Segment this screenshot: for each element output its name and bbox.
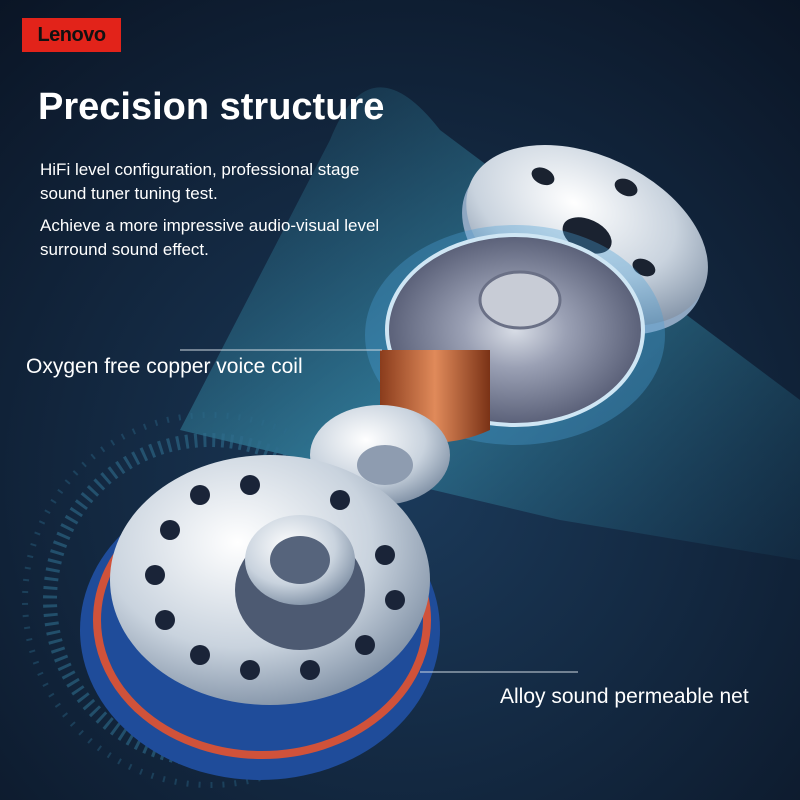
- callout-permeable-net: Alloy sound permeable net: [500, 685, 749, 708]
- callout-voice-coil: Oxygen free copper voice coil: [26, 355, 303, 378]
- description-hifi: HiFi level configuration, professional s…: [40, 160, 360, 203]
- brand-logo: Lenovo: [22, 18, 121, 52]
- description-surround: Achieve a more impressive audio-visual l…: [40, 216, 380, 259]
- page-title: Precision structure: [38, 86, 385, 128]
